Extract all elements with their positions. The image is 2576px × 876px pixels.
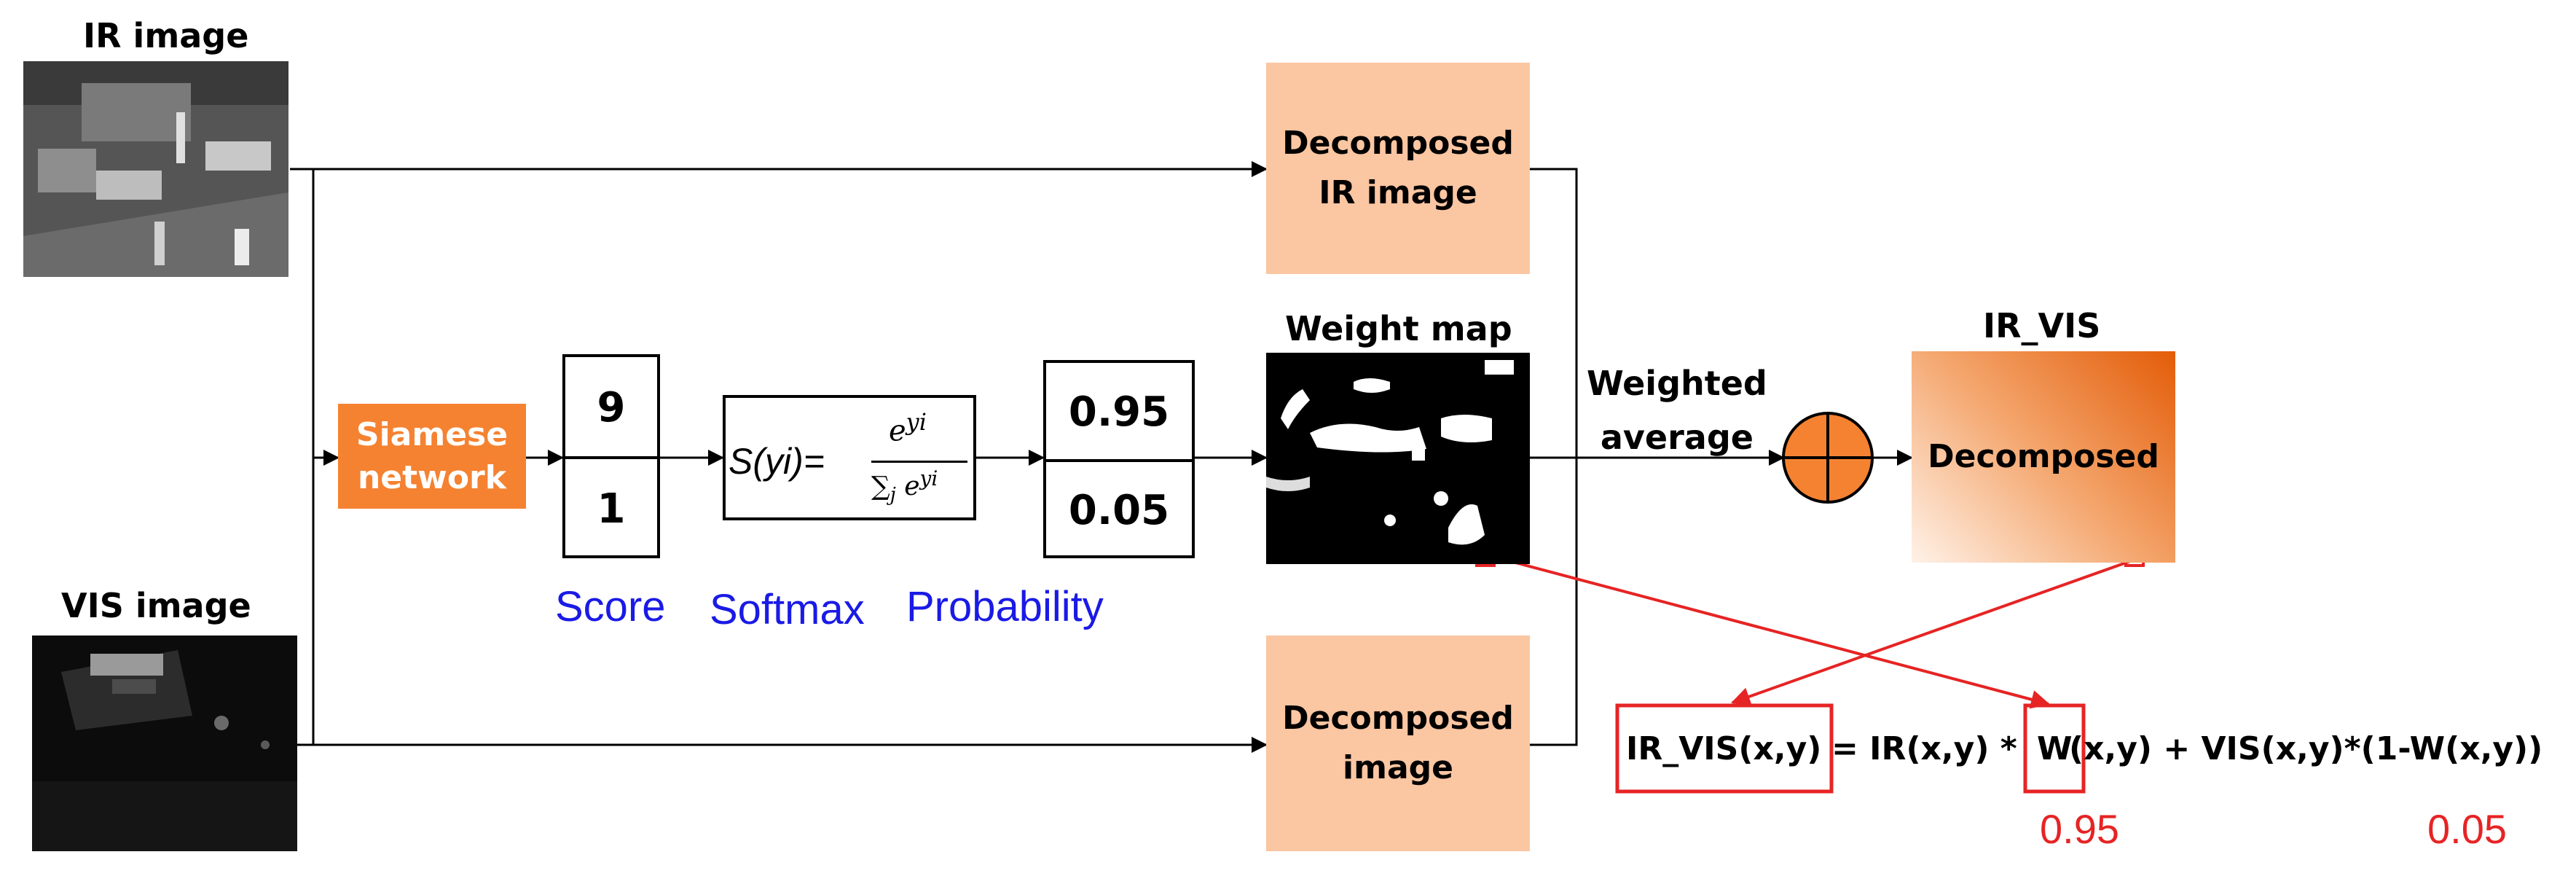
vis-image-thumbnail: [32, 636, 297, 851]
softmax-denominator-exp: yi: [919, 466, 938, 490]
circled-plus-icon: [1782, 412, 1874, 504]
softmax-box: S(yi)= eyi ∑j eyi: [723, 395, 976, 520]
softmax-denominator: ∑j eyi: [871, 466, 938, 506]
siamese-line1: Siamese: [356, 415, 508, 453]
weightmap-to-w-arrow: [1493, 555, 2050, 709]
ir-vis-output-block: Decomposed: [1912, 351, 2175, 563]
siamese-line2: network: [357, 459, 507, 496]
formula-middle: = IR(x,y) *: [1831, 730, 2017, 767]
siamese-network-block: Siamese network: [338, 404, 526, 509]
vis-image-label: VIS image: [61, 586, 251, 625]
probability-bottom-value: 0.05: [1068, 486, 1170, 534]
softmax-denominator-base: e: [904, 472, 920, 501]
formula-one-minus-w-value: 0.05: [2427, 806, 2507, 852]
softmax-fraction: eyi ∑j eyi: [871, 408, 973, 515]
formula-rest: (x,y) + VIS(x,y)*(1-W(x,y)): [2069, 730, 2543, 767]
decomposed-ir-line1: Decomposed: [1282, 124, 1514, 162]
main-flow-lines: [290, 161, 1913, 753]
score-top-value: 9: [597, 383, 626, 431]
irvis-to-lhs-arrow: [1731, 560, 2131, 706]
decomposed-bus-line: [1530, 168, 1578, 746]
decomposed-vis-block: Decomposed image: [1266, 636, 1530, 851]
score-caption: Score: [555, 583, 666, 630]
w-highlight-box: [2023, 703, 2086, 794]
weighted-average-line1: Weighted: [1587, 364, 1767, 403]
weight-map-label: Weight map: [1285, 309, 1512, 348]
formula-lhs: IR_VIS(x,y): [1626, 730, 1822, 767]
probability-caption: Probability: [906, 583, 1104, 630]
probability-top-value: 0.95: [1068, 388, 1170, 436]
weighted-average-label: Weighted average: [1587, 357, 1767, 464]
score-bottom-value: 1: [597, 485, 626, 533]
softmax-numerator-base: e: [889, 414, 906, 448]
decomposed-vis-line1: Decomposed: [1282, 699, 1514, 737]
softmax-numerator: eyi: [889, 408, 927, 447]
softmax-sum-index: j: [890, 484, 896, 507]
softmax-fraction-bar: [871, 461, 967, 463]
softmax-numerator-exp: yi: [906, 408, 927, 436]
formula-w-value: 0.95: [2040, 806, 2119, 852]
ir-vis-label: IR_VIS: [1983, 306, 2101, 345]
softmax-lhs: S(yi)=: [729, 441, 825, 482]
probability-divider: [1046, 459, 1192, 462]
probability-box: 0.95 0.05: [1043, 360, 1195, 558]
weighted-average-line2: average: [1600, 417, 1754, 457]
weight-map-image: [1266, 353, 1530, 564]
ir-vis-inner-label: Decomposed: [1928, 437, 2159, 475]
softmax-sum-symbol: ∑: [871, 472, 890, 501]
ir-image-thumbnail: [23, 61, 288, 277]
decomposed-vis-line2: image: [1343, 749, 1453, 786]
softmax-caption: Softmax: [710, 586, 865, 633]
formula-w: W: [2037, 730, 2073, 767]
lhs-highlight-box: [1615, 703, 1834, 794]
score-divider: [565, 456, 657, 459]
decomposed-ir-line2: IR image: [1319, 174, 1477, 211]
ir-image-label: IR image: [83, 16, 249, 55]
decomposed-ir-block: Decomposed IR image: [1266, 63, 1530, 274]
score-box: 9 1: [562, 354, 660, 558]
